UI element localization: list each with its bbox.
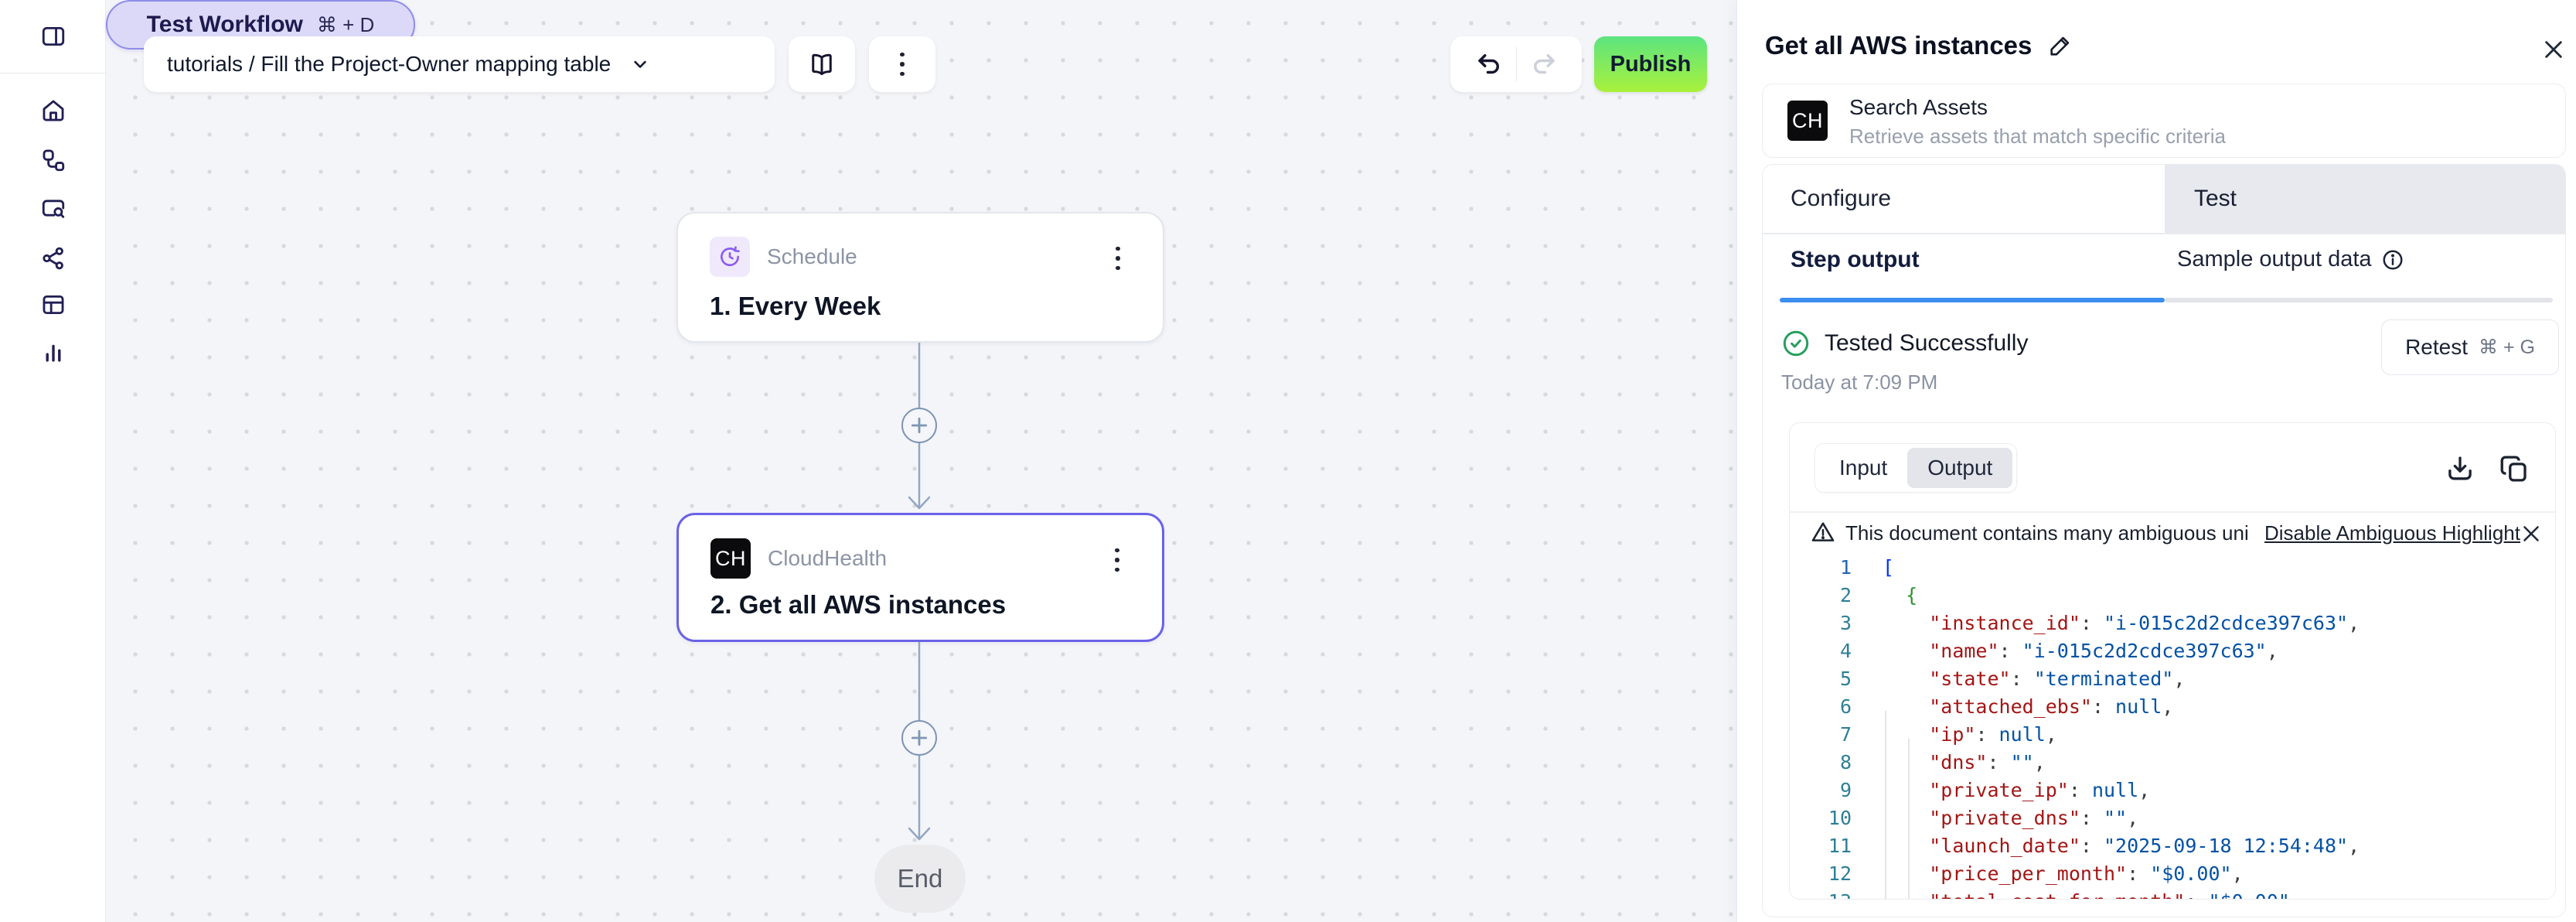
end-node: End bbox=[874, 845, 966, 913]
ambiguous-unicode-warning: This document contains many ambiguous un… bbox=[1790, 511, 2555, 553]
action-description: Retrieve assets that match specific crit… bbox=[1849, 125, 2226, 148]
indent-guide bbox=[1885, 711, 1886, 899]
code-line: 11 "launch_date": "2025-09-18 12:54:48", bbox=[1828, 834, 2360, 857]
warning-message: This document contains many ambiguous un… bbox=[1845, 521, 2247, 545]
test-status-label: Tested Successfully bbox=[1825, 330, 2029, 356]
warning-triangle-icon bbox=[1811, 522, 1835, 541]
test-status: Tested Successfully bbox=[1781, 329, 2028, 358]
test-output-card: Input Output This document contains many… bbox=[1789, 422, 2556, 900]
test-timestamp: Today at 7:09 PM bbox=[1781, 371, 1938, 394]
code-line: 3 "instance_id": "i-015c2d2cdce397c63", bbox=[1839, 611, 2360, 634]
toggle-input[interactable]: Input bbox=[1839, 456, 1888, 480]
publish-label: Publish bbox=[1610, 51, 1692, 77]
schedule-icon bbox=[710, 237, 750, 277]
code-line: 8 "dns": "", bbox=[1839, 750, 2046, 773]
step-details-panel: Get all AWS instances CH Search Assets R… bbox=[1736, 0, 2576, 922]
download-icon[interactable] bbox=[2444, 452, 2476, 485]
dismiss-warning-icon[interactable] bbox=[2518, 521, 2544, 547]
toggle-output[interactable]: Output bbox=[1907, 448, 2013, 488]
add-step-button-2[interactable] bbox=[901, 720, 937, 756]
undo-redo-divider bbox=[1515, 47, 1517, 81]
code-line: 9 "private_ip": null, bbox=[1839, 778, 2151, 801]
analytics-icon[interactable] bbox=[40, 340, 66, 366]
node-type-label: Schedule bbox=[767, 244, 857, 268]
code-line: 2 { bbox=[1839, 583, 1918, 606]
book-icon bbox=[812, 53, 832, 76]
workflows-icon[interactable] bbox=[40, 147, 66, 173]
code-lines: 1[ 2 { 3 "instance_id": "i-015c2d2cdce397c… bbox=[1790, 553, 2555, 900]
publish-button[interactable]: Publish bbox=[1594, 36, 1707, 92]
chevron-down-icon bbox=[634, 60, 646, 68]
info-icon bbox=[2383, 250, 2403, 269]
close-panel-button[interactable] bbox=[2538, 34, 2569, 65]
node-cloudhealth[interactable]: CH CloudHealth 2. Get all AWS instances bbox=[676, 513, 1164, 642]
retest-label: Retest bbox=[2405, 335, 2468, 359]
tab-test[interactable]: Test bbox=[2165, 165, 2565, 233]
workflow-selector-dropdown[interactable]: tutorials / Fill the Project-Owner mappi… bbox=[144, 36, 775, 92]
divider bbox=[1790, 511, 2555, 513]
retest-button[interactable]: Retest ⌘ + G bbox=[2381, 319, 2559, 375]
undo-button[interactable] bbox=[1462, 36, 1516, 92]
node-schedule[interactable]: Schedule 1. Every Week bbox=[676, 212, 1164, 343]
disable-highlight-link[interactable]: Disable Ambiguous Highlight bbox=[2264, 521, 2520, 545]
action-summary-card[interactable]: CH Search Assets Retrieve assets that ma… bbox=[1762, 84, 2566, 158]
inactive-subtab-underline bbox=[2165, 298, 2553, 302]
redo-icon bbox=[1533, 54, 1555, 74]
code-line: 12 "price_per_month": "$0.00", bbox=[1828, 862, 2244, 885]
code-line: 10 "private_dns": "", bbox=[1828, 806, 2139, 829]
end-label: End bbox=[897, 864, 943, 893]
page-title: Get all AWS instances bbox=[1765, 31, 2033, 60]
tab-configure[interactable]: Configure bbox=[1791, 186, 1892, 211]
indent-guide bbox=[1908, 739, 1910, 899]
node-menu-button[interactable] bbox=[1101, 241, 1135, 275]
code-line: 6 "attached_ebs": null, bbox=[1839, 695, 2174, 718]
node-menu-button[interactable] bbox=[1100, 543, 1134, 577]
plus-icon bbox=[911, 417, 928, 434]
workflow-selector-label: tutorials / Fill the Project-Owner mappi… bbox=[167, 52, 612, 76]
cloudhealth-logo: CH bbox=[710, 538, 751, 579]
add-step-button-1[interactable] bbox=[901, 408, 937, 443]
action-name: Search Assets bbox=[1849, 95, 1988, 119]
workflow-menu-button[interactable] bbox=[869, 36, 935, 92]
kebab-icon bbox=[900, 52, 905, 77]
node-type-label: CloudHealth bbox=[768, 546, 888, 570]
subtab-step-output[interactable]: Step output bbox=[1791, 247, 1920, 272]
copy-icon[interactable] bbox=[2498, 452, 2530, 485]
kebab-icon bbox=[1115, 548, 1119, 572]
collapse-panel-icon[interactable] bbox=[40, 23, 66, 50]
redo-button[interactable] bbox=[1517, 36, 1571, 92]
success-check-icon bbox=[1783, 330, 1809, 357]
code-editor[interactable]: 1[ 2 { 3 "instance_id": "i-015c2d2cdce397c… bbox=[1790, 553, 2555, 900]
code-line: 7 "ip": null, bbox=[1839, 722, 2057, 746]
explore-icon[interactable] bbox=[40, 195, 66, 221]
plus-icon bbox=[911, 729, 928, 746]
close-icon bbox=[2545, 41, 2562, 58]
code-line: 5 "state": "terminated", bbox=[1839, 667, 2186, 690]
node-title: 2. Get all AWS instances bbox=[710, 590, 1007, 619]
code-line: 4 "name": "i-015c2d2cdce397c63", bbox=[1839, 639, 2278, 662]
active-subtab-underline bbox=[1780, 298, 2165, 302]
code-line: 1[ bbox=[1839, 555, 1895, 579]
home-icon[interactable] bbox=[40, 97, 66, 124]
code-line: 13 "total_cost_for_month": "$0.00", bbox=[1790, 887, 2555, 900]
docs-button[interactable] bbox=[789, 36, 855, 92]
edit-pencil-icon[interactable] bbox=[2047, 32, 2073, 59]
step-config-card: Configure Test Step output Sample output… bbox=[1762, 164, 2566, 917]
tab-bar: Configure Test bbox=[1763, 165, 2565, 234]
undo-icon bbox=[1477, 54, 1499, 74]
test-workflow-label: Test Workflow bbox=[146, 12, 303, 37]
test-workflow-shortcut: ⌘ + D bbox=[316, 12, 375, 36]
integrations-icon[interactable] bbox=[40, 245, 66, 271]
cloudhealth-logo: CH bbox=[1787, 101, 1828, 141]
retest-shortcut: ⌘ + G bbox=[2479, 336, 2535, 358]
input-output-toggle: Input Output bbox=[1814, 443, 2018, 493]
tables-icon[interactable] bbox=[40, 292, 66, 318]
workflow-canvas[interactable]: tutorials / Fill the Project-Owner mappi… bbox=[106, 0, 1736, 922]
kebab-icon bbox=[1116, 246, 1120, 271]
node-title: 1. Every Week bbox=[710, 292, 881, 320]
subtab-sample-output-data[interactable]: Sample output data bbox=[2177, 247, 2404, 272]
app-sidebar bbox=[0, 0, 106, 922]
undo-redo-group bbox=[1450, 36, 1582, 92]
